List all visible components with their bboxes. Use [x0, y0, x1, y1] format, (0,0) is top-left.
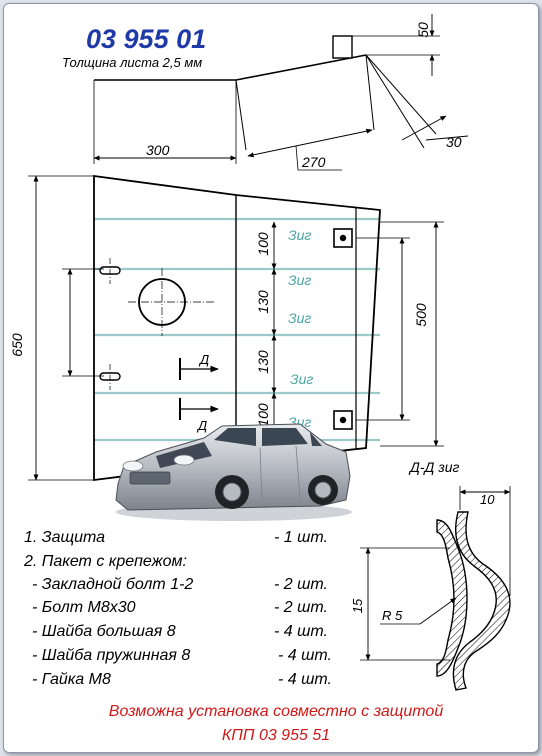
car-image — [115, 423, 352, 521]
parts-list: 1. Защита - 1 шт. 2. Пакет с крепежом: -… — [23, 529, 332, 688]
dim-30: 30 — [446, 134, 462, 150]
side-profile-view — [93, 14, 469, 171]
section-dd-view — [360, 486, 511, 691]
plate-plan-view — [28, 174, 444, 482]
parts-item-4-qty: - 4 шт. — [274, 623, 328, 640]
parts-item-1-name: 2. Пакет с крепежом: — [23, 553, 187, 570]
parts-item-5-name: - Шайба пружинная 8 — [32, 647, 190, 664]
zig-lines — [94, 217, 380, 442]
dim-130-upper: 130 — [255, 290, 271, 314]
dim-650: 650 — [9, 333, 25, 357]
zig-label-3: Зиг — [288, 310, 311, 326]
parts-item-4-name: - Шайба большая 8 — [32, 623, 176, 640]
zig-label-4: Зиг — [290, 371, 313, 387]
section-marker — [179, 358, 219, 420]
parts-item-5-qty: - 4 шт. — [278, 647, 332, 664]
dim-300: 300 — [146, 142, 170, 158]
drawing-sheet — [3, 3, 539, 753]
parts-item-0-name: 1. Защита — [24, 529, 105, 546]
parts-item-0-qty: - 1 шт. — [274, 529, 328, 546]
dim-270: 270 — [301, 154, 326, 170]
section-label-bottom: Д — [196, 418, 207, 433]
part-number: 03 955 01 — [86, 24, 206, 54]
dim-130-lower: 130 — [255, 350, 271, 374]
sheet-thickness: Толщина листа 2,5 мм — [62, 55, 202, 70]
dim-100-top: 100 — [255, 232, 271, 256]
parts-item-6-name: - Гайка М8 — [32, 671, 111, 688]
dim-15: 15 — [350, 598, 365, 613]
parts-item-2-qty: - 2 шт. — [274, 576, 328, 593]
dim-100-bottom: 100 — [255, 403, 271, 427]
section-title: Д-Д зиг — [408, 459, 460, 475]
footer-note-line1: Возможна установка совместно с защитой — [109, 703, 444, 720]
parts-item-2-name: - Закладной болт 1-2 — [32, 576, 193, 593]
dim-50: 50 — [415, 22, 431, 38]
footer-note-line2: КПП 03 955 51 — [222, 727, 330, 744]
zig-label-1: Зиг — [288, 227, 311, 243]
dim-10: 10 — [480, 492, 495, 507]
dim-r5: R 5 — [382, 608, 403, 623]
dim-500: 500 — [413, 303, 429, 327]
zig-label-2: Зиг — [288, 272, 311, 288]
mount-tab — [332, 35, 353, 59]
section-label-top: Д — [198, 352, 209, 367]
parts-item-3-qty: - 2 шт. — [274, 599, 328, 616]
parts-item-6-qty: - 4 шт. — [278, 671, 332, 688]
parts-item-3-name: - Болт М8х30 — [32, 599, 136, 616]
